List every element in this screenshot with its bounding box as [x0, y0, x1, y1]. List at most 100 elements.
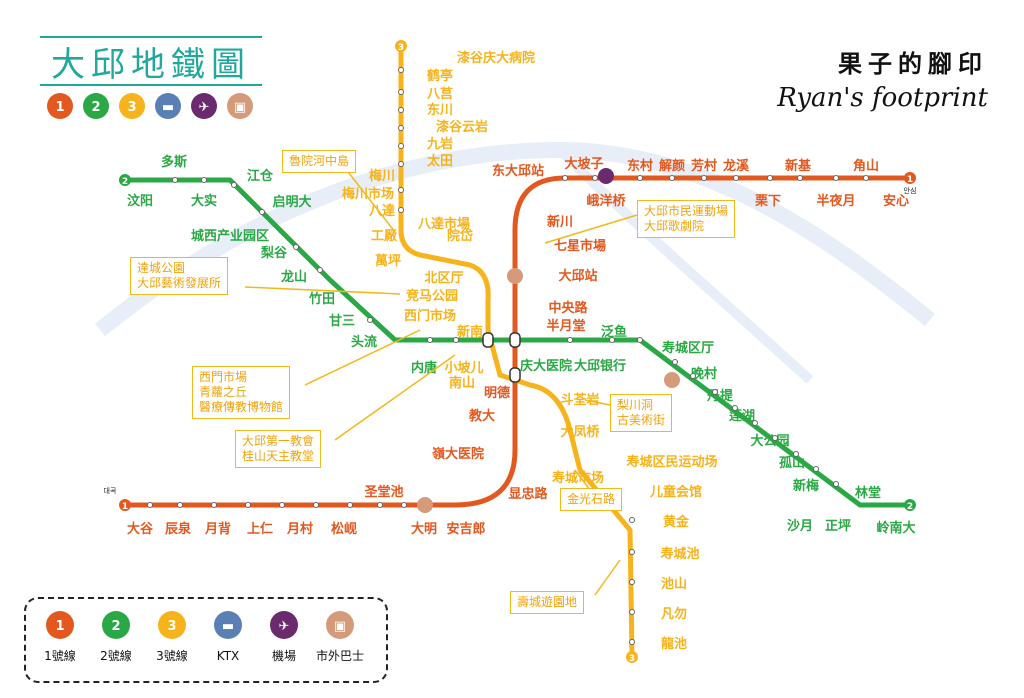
line2-station-label: 头流 — [351, 334, 377, 350]
line2-station-label: 多斯 — [161, 154, 187, 170]
terminal-badge — [119, 174, 131, 186]
line2-station-label: 龙山 — [281, 269, 307, 285]
note-pointer — [334, 354, 456, 441]
line3-station-label: 北区厅 — [424, 271, 463, 286]
brand-watermark: 果子的腳印 Ryan's footprint — [777, 44, 988, 113]
line1-station-label: 上仁 — [247, 521, 273, 537]
line2-station-label: 沙月 — [787, 519, 813, 534]
station-dot — [833, 481, 839, 487]
station-dot — [377, 502, 383, 508]
station-dot — [637, 175, 643, 181]
station-dot — [398, 187, 404, 193]
station-dot — [453, 337, 459, 343]
line1-station-label: 大坡子 — [564, 156, 603, 172]
line1-station-label: 半夜月 — [816, 193, 855, 209]
station-dot — [701, 175, 707, 181]
note-7: 金光石路 — [560, 488, 623, 511]
station-dot — [637, 337, 643, 343]
note-2: 大邱市民運動場 大邱歌劇院 — [637, 200, 736, 238]
line2-station-label: 晚村 — [691, 366, 717, 382]
station-dot — [767, 175, 773, 181]
station-dot — [732, 405, 738, 411]
line1-legend-glyph: 1 — [55, 619, 64, 634]
line3-station-label: 斗荃岩 — [560, 392, 599, 408]
line1-station-label: 新川 — [547, 214, 573, 230]
station-dot — [398, 67, 404, 73]
line1-icon-glyph: 1 — [55, 100, 64, 115]
station-dot — [317, 267, 323, 273]
station-dot — [398, 143, 404, 149]
station-dot — [629, 579, 635, 585]
line3-icon — [119, 93, 145, 119]
terminal-badge — [626, 651, 638, 663]
note-5: 大邱第一教會 桂山天主教堂 — [235, 430, 322, 468]
station-dot — [398, 107, 404, 113]
line2-station-label: 大实 — [191, 193, 217, 209]
station-dot — [567, 337, 573, 343]
station-dot — [347, 502, 353, 508]
station-dot — [712, 389, 718, 395]
line2-station-label: 甘三 — [329, 313, 355, 329]
line1-station-label: 芳村 — [691, 158, 717, 174]
station-dot — [201, 177, 207, 183]
line2-station-label: 莲湖 — [729, 408, 755, 424]
line2-station-label: 丹提 — [707, 388, 734, 404]
ktx-icon — [155, 93, 181, 119]
line1-station-label: 峨洋桥 — [586, 193, 626, 209]
ktx-legend-icon — [214, 611, 242, 639]
bus-icon-glyph: ▣ — [234, 100, 246, 115]
note-pointer — [244, 286, 401, 295]
line3-station-label: 龍池 — [661, 636, 687, 652]
note-4: 西門市場 青蘿之丘 醫療傳教博物館 — [192, 366, 291, 419]
legend-label: 2號線 — [100, 648, 132, 663]
line3-track — [398, 48, 635, 656]
line1-station-kr: 대곡 — [104, 487, 117, 495]
line3-station-label: 八達 — [368, 203, 395, 219]
line3-station-label: 梅川 — [369, 168, 395, 184]
line2-station-label: 内唐 — [411, 360, 437, 376]
line1-station-label: 角山 — [853, 158, 879, 174]
station-dot — [398, 89, 404, 95]
line1-station-label: 辰泉 — [165, 521, 192, 537]
terminal-badge-num: 3 — [629, 654, 635, 664]
line2-station-label: 大公园 — [750, 433, 789, 449]
ktx-legend-glyph: ▬ — [222, 619, 234, 634]
line3-station-label: 东川 — [427, 102, 453, 118]
line2-station-label: 正坪 — [825, 519, 851, 534]
line3-station-label: 新南 — [457, 324, 483, 340]
legend-box — [24, 597, 388, 683]
terminal-badge — [904, 499, 916, 511]
terminal-badge-num: 3 — [398, 43, 404, 53]
station-dot — [367, 317, 373, 323]
terminal-badge-num: 1 — [907, 175, 913, 185]
terminal-badge — [904, 172, 916, 184]
line2-station-label: 梨谷 — [260, 245, 288, 261]
note-pointer — [574, 469, 591, 491]
line2-station-label: 孤山 — [779, 455, 805, 471]
legend-label: 3號線 — [156, 648, 188, 663]
line2-icon — [83, 93, 109, 119]
line1-station-label: 半月堂 — [546, 318, 585, 334]
line3-legend-glyph: 3 — [167, 619, 176, 634]
line3-station-label: 寿城区民运动场 — [626, 454, 717, 470]
bus-legend-icon — [326, 611, 354, 639]
note-3: 達城公園 大邱藝術發展所 — [130, 257, 229, 295]
line1-station-label: 显忠路 — [508, 486, 548, 502]
line3-station-label: 南山 — [449, 375, 475, 391]
line3-station-label: 寿城池 — [660, 546, 699, 562]
station-dot — [245, 502, 251, 508]
legend-label: 1號線 — [44, 648, 76, 663]
ktx-icon-glyph: ▬ — [162, 100, 174, 115]
station-dot — [863, 175, 869, 181]
line1-station-label: 松岘 — [331, 521, 357, 537]
line3-station-label: 大凤桥 — [560, 424, 600, 440]
line1-station-label: 明德 — [484, 385, 510, 401]
line2-icon-glyph: 2 — [91, 100, 100, 115]
transfer-station — [509, 332, 521, 348]
line1-track — [125, 175, 910, 508]
line1-station-label: 新基 — [785, 158, 812, 174]
terminal-badge-num: 2 — [907, 502, 913, 512]
note-pointer — [344, 167, 396, 233]
line3-station-label: 太田 — [426, 153, 453, 169]
